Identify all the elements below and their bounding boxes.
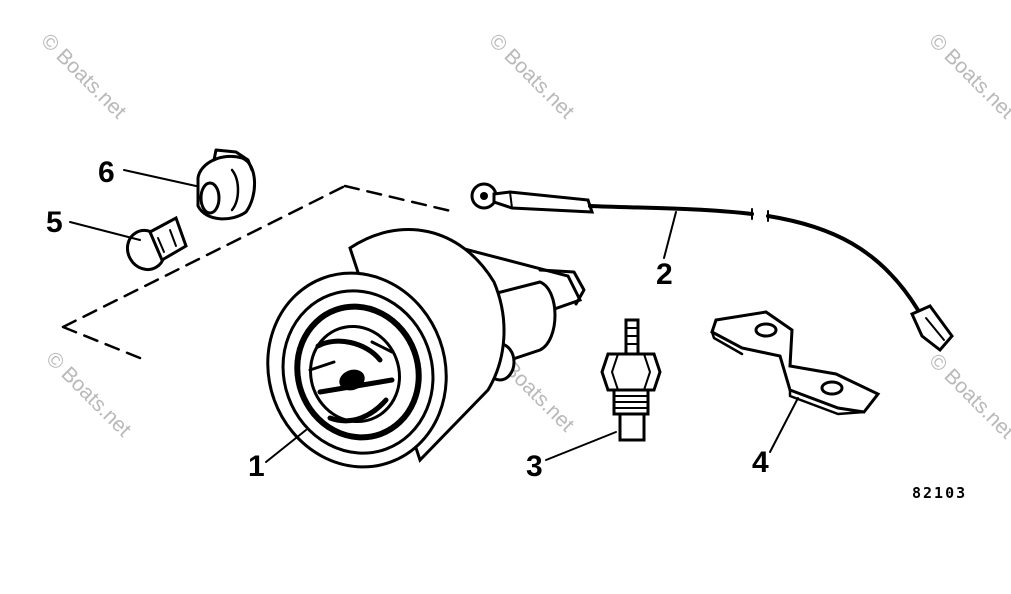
- reference-number: 82103: [912, 484, 967, 502]
- bulb-icon: [125, 215, 188, 272]
- watermark-3: © Boats.net: [924, 29, 1011, 123]
- watermark-2: © Boats.net: [484, 29, 578, 123]
- callout-6: 6: [98, 156, 115, 189]
- gauge-icon: [266, 228, 586, 469]
- callout-3: 3: [526, 450, 543, 483]
- mounting-bracket-icon: [710, 310, 881, 416]
- watermark-1: © Boats.net: [36, 29, 130, 123]
- callout-4: 4: [752, 446, 769, 479]
- callout-1: 1: [248, 450, 265, 483]
- callouts: 6 5 1 2 3 4: [46, 156, 769, 483]
- sender-plug-icon: [600, 318, 662, 442]
- callout-2: 2: [656, 258, 673, 291]
- callout-5: 5: [46, 206, 63, 239]
- watermark-4: © Boats.net: [41, 347, 135, 441]
- watermark-6: © Boats.net: [924, 349, 1011, 443]
- assembly-dashed-outline: [61, 184, 457, 362]
- bulb-socket-icon: [196, 148, 257, 221]
- leader-lines: [69, 169, 799, 463]
- wire-lead-icon: [470, 182, 954, 353]
